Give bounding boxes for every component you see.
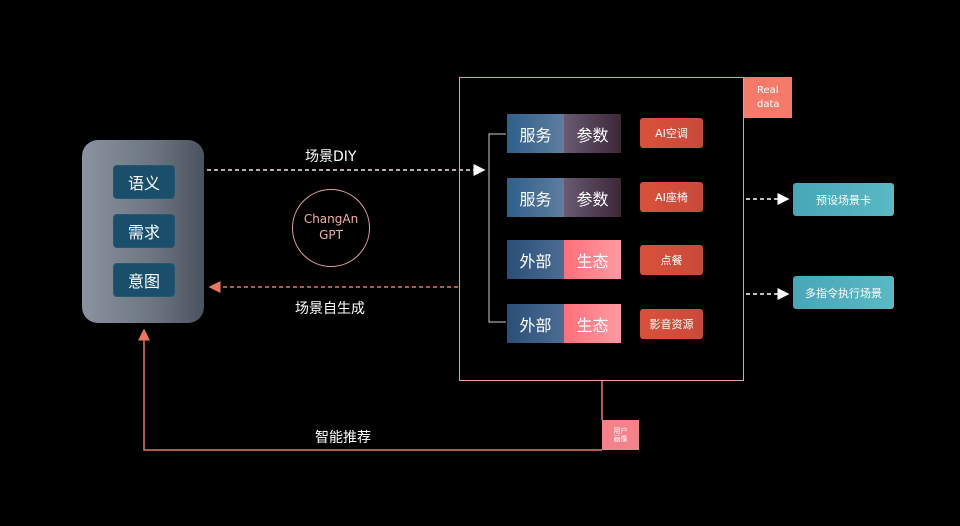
row-service-2: 服务 参数: [507, 178, 621, 217]
tag-media-resources: 影音资源: [640, 309, 703, 339]
real-data-line2: data: [757, 98, 780, 110]
row-service-1: 服务 参数: [507, 114, 621, 153]
row-left-label: 外部: [507, 240, 564, 279]
output-multi-command: 多指令执行场景: [793, 276, 894, 309]
user-tag-line2: 画像: [613, 435, 628, 443]
tag-ai-seat: AI座椅: [640, 182, 703, 212]
user-profile-tag: 用户 画像: [602, 420, 639, 450]
changan-gpt-circle: ChangAn GPT: [292, 189, 370, 267]
intent-panel: 语义 需求 意图: [82, 140, 204, 323]
circle-line1: ChangAn: [303, 212, 359, 227]
label-scene-autogen: 场景自生成: [295, 301, 365, 317]
arrow-smart-recommend: [138, 328, 602, 451]
row-right-label: 参数: [564, 114, 621, 153]
label-smart-recommend: 智能推荐: [315, 430, 371, 446]
real-data-tag: Real data: [744, 77, 792, 118]
row-right-label: 生态: [564, 240, 621, 279]
output-preset-card: 预设场景卡: [793, 183, 894, 216]
tag-ai-ac: AI空调: [640, 118, 703, 148]
circle-line2: GPT: [319, 228, 343, 242]
real-data-line1: Real: [757, 85, 779, 96]
row-left-label: 外部: [507, 304, 564, 343]
row-left-label: 服务: [507, 178, 564, 217]
label-scene-diy: 场景DIY: [305, 149, 357, 165]
row-external-1: 外部 生态: [507, 240, 621, 279]
user-tag-line1: 用户: [613, 426, 628, 435]
chip-intent: 意图: [113, 263, 175, 297]
chip-demand: 需求: [113, 214, 175, 248]
row-right-label: 参数: [564, 178, 621, 217]
service-box: [459, 77, 744, 381]
row-left-label: 服务: [507, 114, 564, 153]
rows-bracket: [488, 133, 506, 323]
row-external-2: 外部 生态: [507, 304, 621, 343]
tag-food-order: 点餐: [640, 245, 703, 275]
row-right-label: 生态: [564, 304, 621, 343]
chip-semantics: 语义: [113, 165, 175, 199]
